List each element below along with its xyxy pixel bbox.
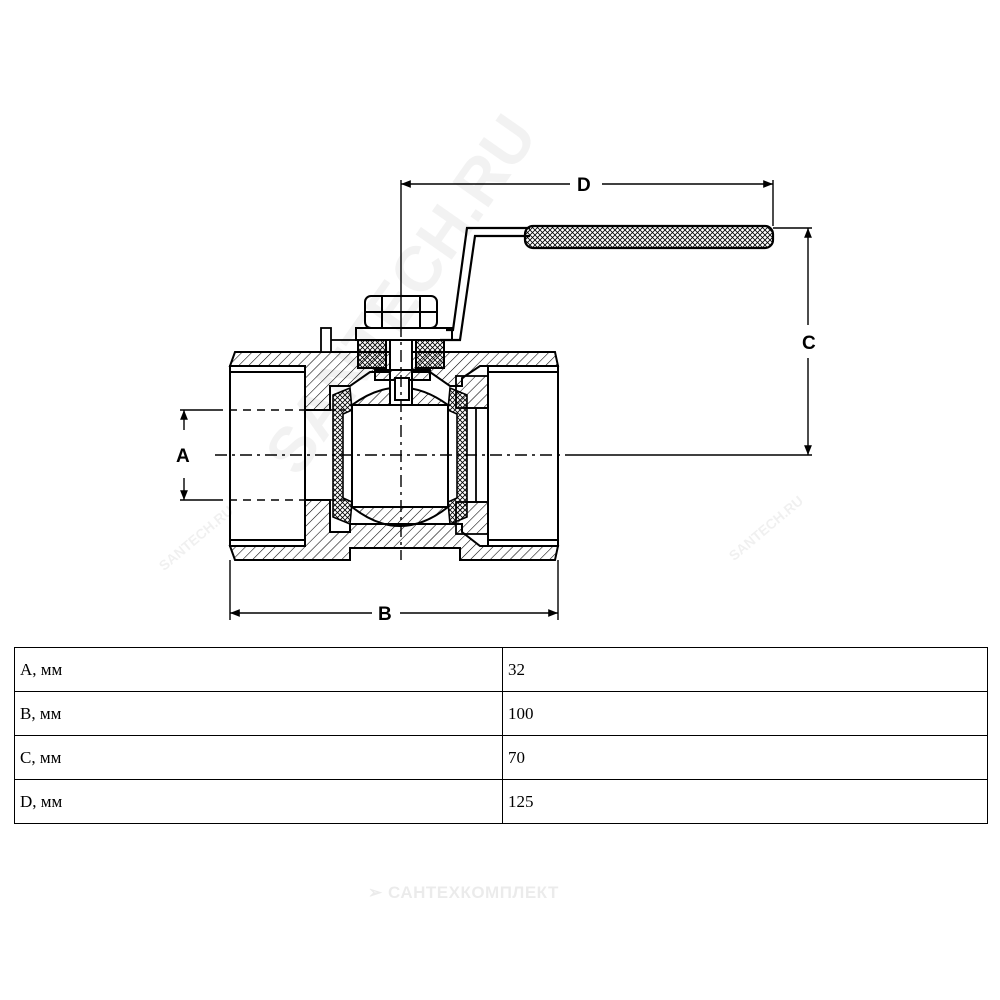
watermark-bottom-text: САНТЕХКОМПЛЕКТ [387, 883, 559, 902]
lever-handle [440, 224, 775, 342]
param-cell: D, мм [14, 779, 503, 824]
dimensions-table: A, мм 32 B, мм 100 C, мм 70 D, мм 125 [14, 647, 988, 824]
label-d: D [577, 175, 591, 196]
stem-assembly [357, 339, 445, 406]
table-row: B, мм 100 [14, 691, 988, 736]
left-socket [229, 365, 330, 547]
table-row: C, мм 70 [14, 735, 988, 780]
value-cell: 70 [502, 735, 988, 780]
stop-pin [320, 327, 358, 353]
valve-seats [332, 386, 468, 526]
param-cell: B, мм [14, 691, 503, 736]
label-b: B [378, 604, 392, 625]
value-cell: 32 [502, 647, 988, 692]
watermark-bottom: ➢ САНТЕХКОМПЛЕКТ [368, 883, 559, 903]
table-row: A, мм 32 [14, 647, 988, 692]
value-cell: 125 [502, 779, 988, 824]
param-cell: C, мм [14, 735, 503, 780]
param-cell: A, мм [14, 647, 503, 692]
table-row: D, мм 125 [14, 779, 988, 824]
logo-icon: ➢ [368, 883, 388, 902]
label-c: C [802, 333, 816, 354]
right-socket [487, 365, 559, 547]
dimension-lines [180, 180, 812, 620]
label-a: A [176, 446, 190, 467]
ball [348, 386, 452, 527]
ball-valve-drawing: A B C D [176, 175, 816, 625]
value-cell: 100 [502, 691, 988, 736]
center-lines [215, 325, 575, 560]
